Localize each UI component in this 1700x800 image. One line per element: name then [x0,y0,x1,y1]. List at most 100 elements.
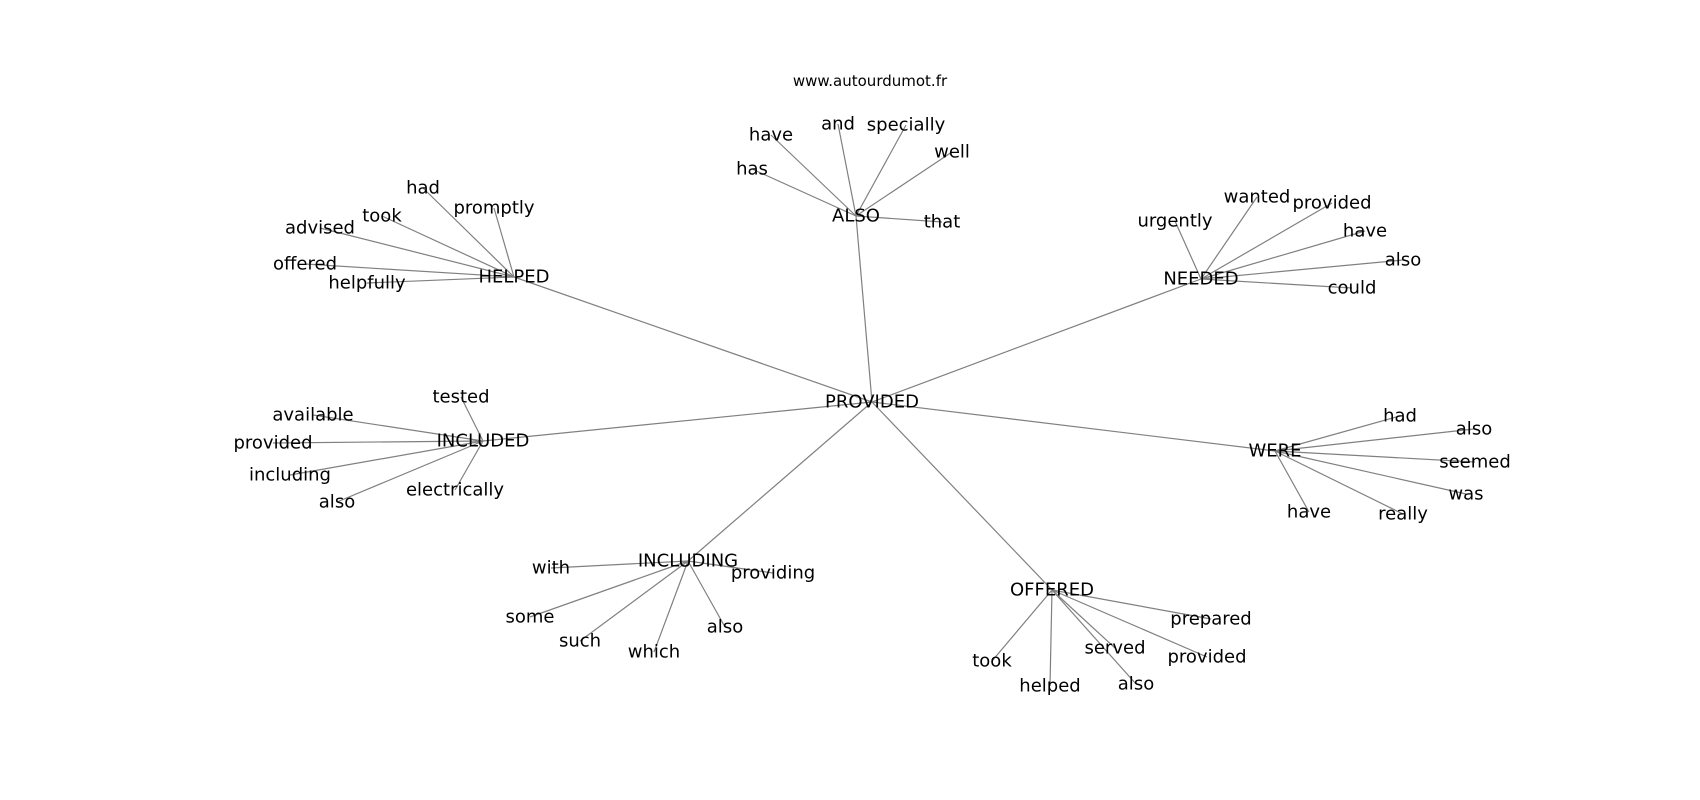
leaf-word: seemed [1439,452,1511,473]
leaf-word: took [362,206,402,227]
leaf-word: urgently [1137,211,1212,232]
leaf-word: also [1456,419,1492,440]
edge-included-leaf [289,440,484,476]
hub-word-needed: NEEDED [1163,269,1238,290]
leaf-word: helped [1019,676,1080,697]
edge-also-leaf [855,215,943,223]
leaf-word: including [249,465,331,486]
center-word: PROVIDED [825,392,919,413]
edge-helped-leaf [493,207,515,278]
leaf-word: provided [233,433,312,454]
edge-included-leaf [454,440,484,491]
leaf-word: could [1328,278,1377,299]
edge-center-helped [513,276,873,403]
edge-helped-leaf [366,276,515,284]
edge-needed-leaf [1200,196,1258,280]
edge-center-including [687,401,873,562]
leaf-word: well [934,142,970,163]
leaf-word: available [272,405,353,426]
edge-offered-leaf [991,589,1053,662]
leaf-word: wanted [1224,187,1291,208]
leaf-word: advised [285,218,355,239]
edge-center-needed [871,278,1202,403]
edge-also-leaf [770,134,857,217]
edge-including-leaf [579,560,689,642]
edge-helped-leaf [304,263,515,278]
edge-including-leaf [687,560,726,628]
edge-were-leaf [1274,450,1467,495]
edge-including-leaf [529,560,689,618]
leaf-word: such [559,631,601,652]
hub-word-were: WERE [1248,441,1301,462]
edge-also-leaf [751,168,857,217]
edge-including-leaf [653,560,689,653]
edge-included-leaf [460,396,484,442]
edge-offered-leaf [1051,589,1137,685]
edge-offered-leaf [1051,589,1116,649]
edge-needed-leaf [1200,230,1366,280]
leaf-word: promptly [453,198,534,219]
leaf-word: and [821,114,855,135]
edge-were-leaf [1274,428,1475,452]
leaf-word: provided [1292,193,1371,214]
leaf-word: provided [1167,647,1246,668]
leaf-word: really [1378,504,1428,525]
edge-included-leaf [336,440,484,503]
edge-included-leaf [272,440,484,444]
edge-offered-leaf [1049,589,1053,687]
edge-helped-leaf [319,227,515,278]
edge-including-leaf [550,560,689,569]
leaf-word: have [749,125,793,146]
edge-including-leaf [687,560,774,574]
site-credit: www.autourdumot.fr [792,72,948,90]
hub-word-including: INCLUDING [638,551,738,572]
edge-were-leaf [1274,415,1401,452]
leaf-word: providing [731,563,815,584]
edge-needed-leaf [1200,202,1333,280]
leaf-word: helpfully [328,273,406,294]
edge-also-leaf [837,123,857,217]
edge-needed-leaf [1174,220,1202,280]
leaf-word: which [628,642,680,663]
leaf-word: also [319,492,355,513]
edge-were-leaf [1274,450,1404,515]
hub-word-included: INCLUDED [437,431,530,452]
leaf-word: had [1383,406,1417,427]
edge-also-leaf [855,124,907,217]
leaf-word: tested [432,387,489,408]
edge-needed-leaf [1200,259,1404,280]
leaf-word: had [406,178,440,199]
edge-were-leaf [1274,450,1310,513]
leaf-word: electrically [406,480,504,501]
leaf-word: served [1084,638,1145,659]
edge-helped-leaf [381,215,515,278]
leaf-word: that [924,212,961,233]
leaf-word: offered [273,254,337,275]
leaf-word: also [1385,250,1421,271]
edge-also-leaf [855,151,953,217]
leaf-word: has [736,159,768,180]
edge-center-offered [871,401,1053,591]
graph-edges [272,123,1476,687]
edge-center-also [855,215,873,403]
leaf-word: specially [867,115,946,136]
edge-center-were [871,401,1276,452]
hub-word-helped: HELPED [478,267,549,288]
leaf-word: was [1448,484,1483,505]
leaf-word: with [532,558,570,579]
leaf-word: have [1343,221,1387,242]
edge-center-included [482,401,873,442]
leaf-word: also [1118,674,1154,695]
leaf-word: have [1287,502,1331,523]
edge-included-leaf [312,414,484,442]
edge-offered-leaf [1051,589,1212,620]
leaf-word: took [972,651,1012,672]
leaf-word: prepared [1170,609,1251,630]
edge-helped-leaf [422,187,515,278]
edge-needed-leaf [1200,278,1353,289]
leaf-word: also [707,617,743,638]
edge-were-leaf [1274,450,1476,463]
hub-word-offered: OFFERED [1010,580,1094,601]
